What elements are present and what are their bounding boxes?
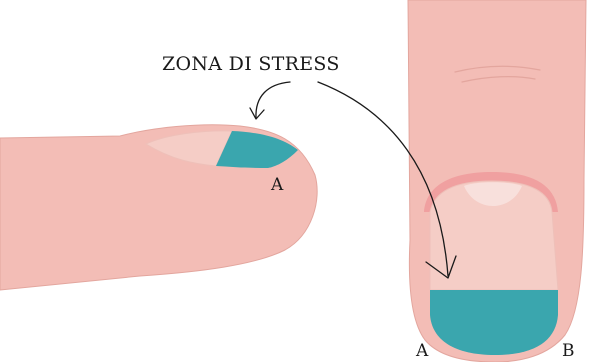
curved-arrow-icon <box>250 82 290 119</box>
front-view-finger <box>408 0 586 362</box>
front-view-label-a: A <box>415 341 429 361</box>
front-view-label-b: B <box>562 341 575 361</box>
side-view-label-a: A <box>270 175 284 195</box>
diagram-title: ZONA DI STRESS <box>162 53 340 75</box>
side-view-finger <box>0 125 317 290</box>
